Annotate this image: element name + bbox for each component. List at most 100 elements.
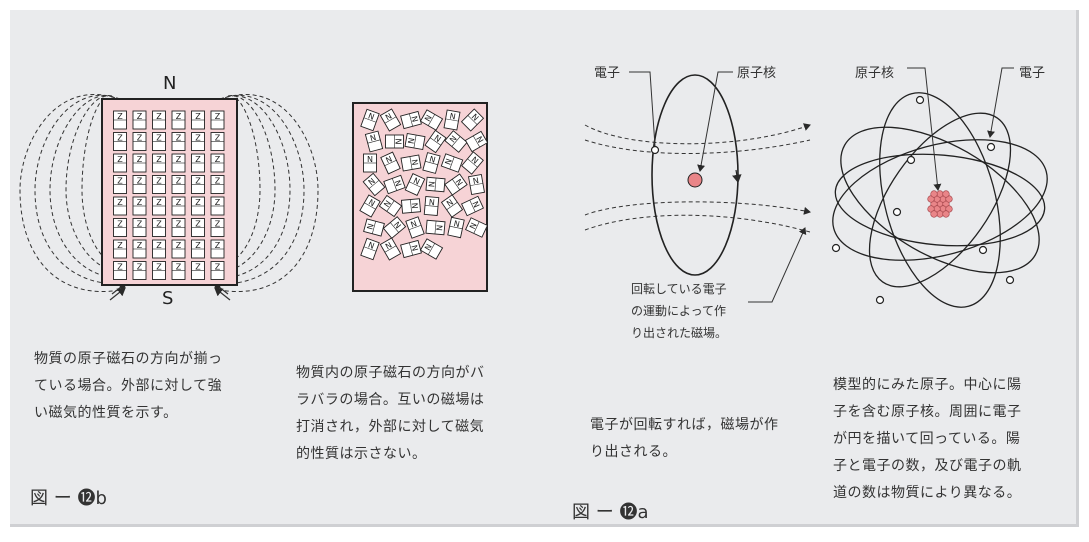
random-atom-magnet: N: [400, 239, 422, 259]
aligned-atom-magnet: Z: [113, 261, 127, 280]
svg-text:N: N: [470, 112, 481, 123]
random-atom-magnet: N: [425, 219, 446, 236]
svg-text:Z: Z: [137, 198, 143, 207]
svg-text:Z: Z: [195, 177, 201, 186]
svg-text:N: N: [384, 112, 394, 123]
svg-text:N: N: [445, 198, 455, 209]
svg-text:Z: Z: [137, 112, 143, 121]
orbit-field-caption: 回転している電子 の運動によって作 り出された磁場。: [631, 282, 728, 340]
aligned-atom-magnet: Z: [191, 175, 205, 194]
random-atom-magnet: N: [378, 194, 403, 218]
orbit-leader-lines: [629, 71, 807, 303]
random-atom-magnet: N: [464, 217, 489, 238]
random-atom-magnet: N: [443, 109, 461, 131]
random-atom-magnet: N: [360, 108, 380, 132]
aligned-atom-magnet: Z: [132, 132, 147, 151]
field-lines-right: [211, 94, 319, 292]
aligned-atom-magnet: Z: [132, 239, 147, 259]
aligned-atom-magnet: Z: [191, 218, 205, 237]
aligned-atom-magnet: Z: [210, 175, 225, 194]
aligned-atom-magnet: Z: [132, 153, 147, 173]
svg-text:N: N: [367, 198, 377, 209]
random-atom-magnet: N: [359, 194, 381, 218]
svg-text:N: N: [423, 242, 434, 252]
svg-text:N: N: [470, 155, 480, 166]
svg-text:Z: Z: [137, 220, 143, 229]
aligned-atom-magnet: Z: [171, 110, 186, 130]
atom-electrons: [831, 95, 1015, 305]
svg-text:Z: Z: [195, 263, 201, 272]
svg-text:Z: Z: [176, 220, 182, 229]
svg-text:Z: Z: [117, 177, 123, 186]
svg-text:Z: Z: [215, 241, 221, 250]
svg-text:Z: Z: [156, 220, 162, 229]
random-atom-magnet: N: [447, 216, 465, 239]
random-atom-magnet: N: [405, 216, 425, 239]
svg-text:N: N: [448, 134, 459, 144]
random-atom-magnet: N: [461, 151, 484, 175]
svg-text:N: N: [449, 112, 456, 122]
svg-text:N: N: [369, 133, 377, 143]
svg-text:Z: Z: [117, 241, 123, 250]
svg-text:Z: Z: [117, 155, 123, 164]
random-atom-magnet: N: [422, 152, 441, 174]
svg-text:Z: Z: [117, 220, 123, 229]
aligned-atom-magnet: Z: [152, 261, 166, 280]
svg-text:N: N: [428, 198, 435, 207]
svg-text:Z: Z: [195, 198, 201, 207]
aligned-atom-magnet: Z: [152, 196, 166, 216]
svg-text:N: N: [392, 220, 403, 230]
random-atom-magnet: N: [468, 173, 485, 196]
svg-text:N: N: [407, 137, 417, 144]
svg-text:N: N: [410, 202, 419, 209]
aligned-atom-magnet: Z: [113, 218, 127, 237]
svg-text:Z: Z: [195, 155, 201, 164]
aligned-atom-magnet: Z: [132, 175, 147, 194]
aligned-atom-magnet: Z: [171, 218, 186, 237]
random-atom-magnet: N: [419, 109, 444, 131]
random-atom-magnet: N: [360, 237, 380, 261]
svg-text:N: N: [367, 240, 376, 251]
svg-text:Z: Z: [117, 263, 123, 272]
atom-orbits: [832, 92, 1048, 308]
random-atom-magnet: N: [382, 216, 407, 239]
aligned-atom-magnet: Z: [191, 239, 205, 259]
svg-text:N: N: [393, 179, 404, 188]
random-atom-magnet: N: [404, 172, 426, 197]
svg-text:Z: Z: [117, 112, 123, 121]
aligned-atom-magnet: Z: [171, 153, 186, 173]
svg-text:Z: Z: [215, 263, 221, 272]
svg-text:N: N: [453, 219, 461, 229]
random-atom-magnet: N: [404, 133, 426, 150]
north-pole-label: N: [163, 73, 177, 94]
aligned-atom-magnet: Z: [132, 196, 147, 216]
aligned-atom-magnet: Z: [171, 175, 186, 194]
aligned-atom-magnet: Z: [113, 110, 127, 130]
random-atom-magnet: N: [362, 172, 386, 197]
aligned-atom-magnet: Z: [210, 218, 225, 237]
svg-text:N: N: [434, 224, 443, 231]
orbit-field-lines: [584, 123, 811, 233]
aligned-atom-magnet: Z: [132, 110, 147, 130]
random-atom-magnet: N: [383, 174, 406, 195]
svg-text:N: N: [384, 154, 393, 165]
aligned-atom-magnet: Z: [191, 132, 205, 151]
aligned-atom-magnet: Z: [113, 196, 127, 216]
orbit-nucleus-label: 原子核: [737, 66, 777, 81]
random-atom-magnet: N: [400, 198, 422, 214]
svg-text:N: N: [443, 157, 454, 166]
random-atom-magnet: N: [380, 151, 401, 175]
random-atom-magnet: N: [464, 130, 489, 153]
svg-text:N: N: [409, 244, 419, 252]
aligned-atom-magnet: Z: [113, 132, 127, 151]
svg-text:N: N: [470, 200, 481, 209]
svg-text:N: N: [409, 159, 419, 166]
random-atom-magnet: N: [425, 176, 446, 193]
svg-text:Z: Z: [117, 198, 123, 207]
svg-text:Z: Z: [215, 198, 221, 207]
aligned-atom-magnet: Z: [191, 110, 205, 130]
aligned-atom-magnet: Z: [152, 153, 166, 173]
svg-text:N: N: [472, 176, 479, 186]
random-atom-magnet: N: [419, 238, 444, 260]
